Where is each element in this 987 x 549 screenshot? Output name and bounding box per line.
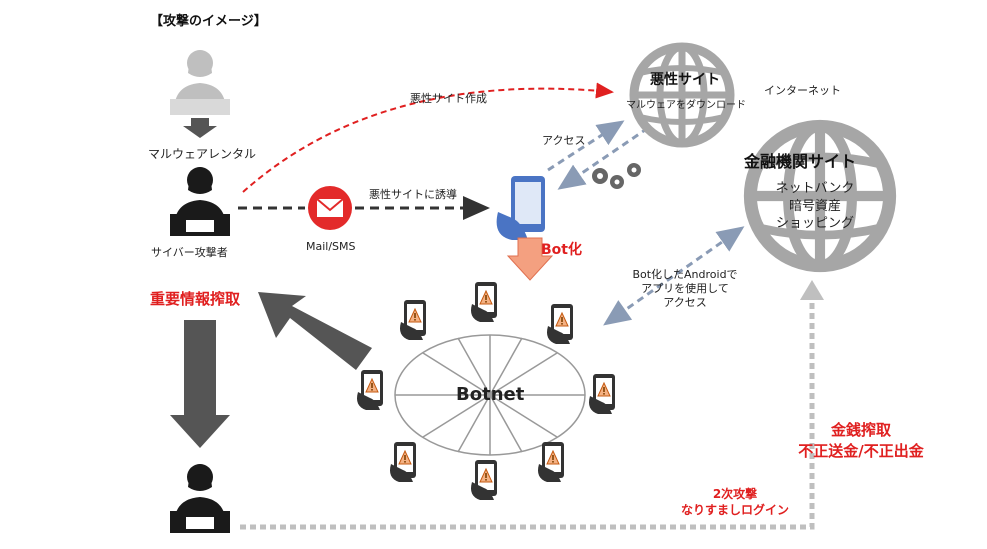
secondary-attack-arrowhead — [800, 280, 824, 300]
bot-ka-label: Bot化 — [541, 242, 582, 258]
botnet-to-attacker-arrow — [258, 292, 372, 370]
bot-phone-8 — [537, 441, 565, 483]
rental-arrow — [183, 118, 217, 138]
financial-items-list: ネットバンク 暗号資産 ショッピング — [760, 180, 870, 233]
bot-phone-5 — [588, 373, 616, 415]
financial-item-shopping: ショッピング — [775, 216, 854, 232]
lure-label: 悪性サイトに誘導 — [369, 188, 457, 201]
secondary-attack-label: 2次攻撃 なりすましログイン — [680, 487, 789, 518]
site-to-phone-arrow — [557, 126, 649, 190]
money-theft-label: 金銭搾取 不正送金/不正出金 — [798, 421, 924, 460]
financial-item-netbank: ネットバンク — [775, 181, 855, 196]
internet-label: インターネット — [764, 84, 841, 97]
gears-icon — [592, 163, 641, 189]
attacker-icon — [170, 167, 230, 236]
create-site-arrow — [242, 82, 614, 193]
financial-item-crypto: 暗号資産 — [788, 198, 841, 214]
botnet-ring — [394, 334, 586, 456]
phone-to-site-arrow — [547, 120, 625, 172]
botnet-label: Botnet — [456, 384, 525, 405]
attacker-label: サイバー攻撃者 — [151, 246, 228, 259]
bot-phone-3 — [546, 303, 574, 345]
mail-icon — [308, 186, 352, 230]
info-theft-label: 重要情報搾取 — [150, 290, 241, 308]
mail-sms-label: Mail/SMS — [306, 240, 356, 253]
bot-phone-4 — [356, 369, 384, 411]
smartphone-icon — [496, 176, 545, 240]
financial-site-label: 金融機関サイト — [744, 152, 857, 171]
secondary-attack-path — [240, 300, 815, 530]
bot-android-access-label: Bot化したAndroidで アプリを使用して アクセス — [632, 268, 738, 309]
malware-rental-label: マルウェアレンタル — [148, 147, 257, 161]
diagram-title: 【攻撃のイメージ】 — [150, 14, 267, 29]
create-site-label: 悪性サイト作成 — [410, 92, 487, 105]
malicious-site-label: 悪性サイト — [650, 72, 720, 88]
bot-phone-6 — [389, 441, 417, 483]
bot-phone-2 — [470, 281, 498, 323]
bot-phone-1 — [399, 299, 427, 341]
bot-conversion-arrow — [506, 237, 554, 281]
botnet-to-financial-arrow — [603, 226, 745, 326]
bot-phone-7 — [470, 459, 498, 501]
malicious-site-globe-icon — [634, 47, 730, 143]
malware-download-label: マルウェアをダウンロード — [626, 100, 746, 111]
malware-provider-icon — [170, 50, 230, 115]
attacker-bottom-icon — [170, 464, 230, 533]
info-flow-down-arrow — [170, 320, 230, 448]
access-label: アクセス — [542, 134, 586, 147]
